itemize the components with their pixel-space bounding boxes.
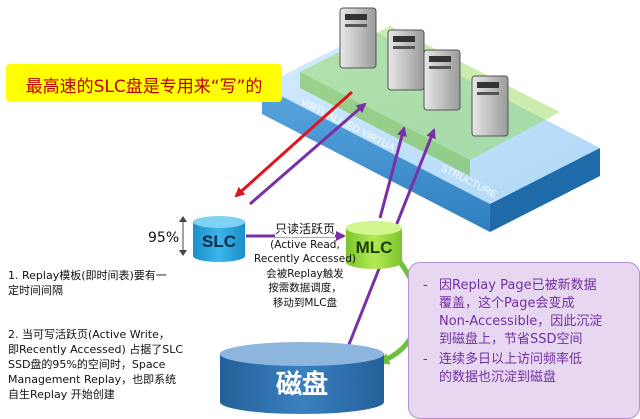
write-arrow-to-slc — [234, 90, 354, 198]
callout-text: 最高速的SLC盘是专用来“写”的 — [25, 77, 263, 97]
rule-2-line: Management Replay，也即系统 — [8, 373, 177, 386]
slc-write-callout: 最高速的SLC盘是专用来“写”的 — [6, 64, 282, 102]
flow-line: Recently Accessed) — [254, 253, 356, 265]
note-line: Non-Accessible，因此沉淀 — [439, 314, 603, 329]
note-line: 连续多日以上访问频率低 — [439, 352, 583, 367]
rule-1-line: 定时间间隔 — [8, 284, 63, 297]
mlc-disk — [346, 221, 402, 269]
note-line: 覆盖，这个Page会变成 — [439, 296, 575, 311]
flow-line: (Active Read, — [270, 238, 340, 251]
note-bullet: - — [423, 352, 428, 367]
slc-capacity-percent: 95% — [148, 230, 180, 246]
note-bullet: - — [423, 278, 428, 293]
flow-line: 按需数据调度， — [268, 282, 342, 294]
server-tower-1 — [339, 7, 377, 69]
server-tower-4 — [471, 75, 509, 137]
rule-2-line: 2. 当可写活跃页(Active Write， — [8, 328, 170, 341]
note-line: 的数据也沉淀到磁盘 — [439, 370, 557, 385]
rule-2: 2. 当可写活跃页(Active Write， 即Recently Access… — [8, 327, 216, 402]
hard-disk — [220, 342, 384, 414]
rule-1: 1. Replay模板(即时间表)要有一 定时间间隔 — [8, 268, 213, 298]
server-tower-2 — [387, 29, 425, 91]
rule-1-line: 1. Replay模板(即时间表)要有一 — [8, 269, 167, 282]
rule-2-line: SSD盘的95%的空间时，Space — [8, 358, 166, 371]
capacity-bracket — [179, 216, 187, 256]
flow-title: 只读活跃页 — [274, 222, 335, 237]
note-item: - 因Replay Page已被新数据 覆盖，这个Page会变成 Non-Acc… — [423, 277, 631, 349]
settling-notes-box: - 因Replay Page已被新数据 覆盖，这个Page会变成 Non-Acc… — [408, 262, 640, 419]
note-line: 到磁盘上，节省SSD空间 — [439, 332, 583, 347]
disk-label: 磁盘 — [276, 369, 328, 400]
mlc-label: MLC — [356, 238, 393, 257]
server-tower-3 — [423, 49, 461, 111]
rule-2-line: 即Recently Accessed) 占据了SLC — [8, 343, 184, 356]
read-arrow-from-slc — [249, 102, 367, 206]
slc-label: SLC — [202, 232, 236, 251]
read-arrow-from-mlc — [378, 126, 407, 219]
flow-line: 移动到MLC盘 — [272, 296, 338, 309]
note-item: - 连续多日以上访问频率低 的数据也沉淀到磁盘 — [423, 351, 631, 387]
slc-disk — [193, 216, 245, 262]
flow-line: 会被Replay触发 — [266, 267, 344, 280]
read-active-page-description: 只读活跃页 (Active Read, Recently Accessed) 会… — [248, 222, 362, 310]
rule-2-line: 自生Replay 开始创建 — [8, 388, 115, 401]
note-line: 因Replay Page已被新数据 — [439, 278, 597, 293]
